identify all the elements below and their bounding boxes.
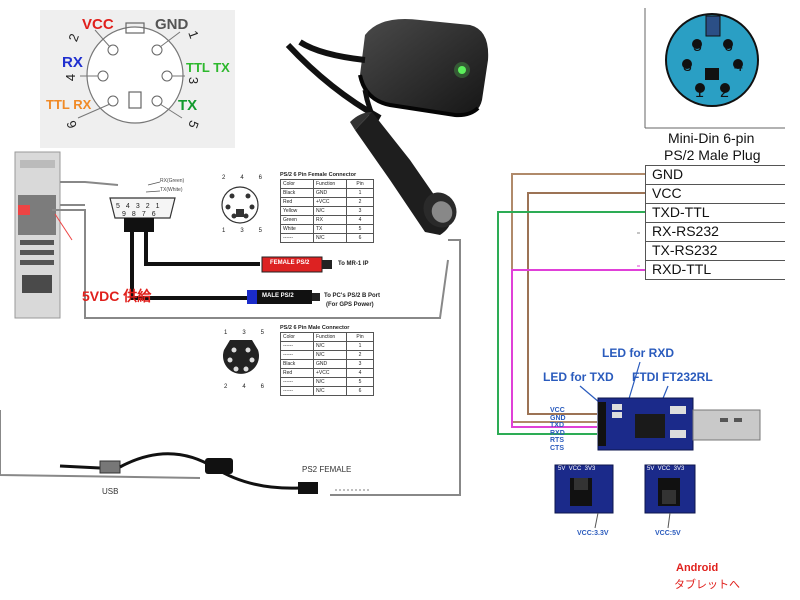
minidin-pin-3: 3 xyxy=(683,58,692,75)
led-txd-label: LED for TXD xyxy=(543,370,614,384)
db9-pin: 2 xyxy=(145,203,156,210)
db9-pin: 9 xyxy=(122,211,132,218)
db9-pin: 8 xyxy=(131,211,142,218)
pin-label-gnd: GND xyxy=(155,16,189,33)
female-pin-number: 3 xyxy=(240,228,244,234)
male-ps2-box-label: MALE PS/2 xyxy=(262,293,294,299)
minidin-signal-table: GND VCC TXD-TTL RX-RS232 TX-RS232 RXD-TT… xyxy=(645,165,785,280)
ftdi-pin-txd: TXD xyxy=(550,422,564,429)
ftdi-chip-label: FTDI FT232RL xyxy=(632,370,713,384)
android-label: Android xyxy=(676,562,719,574)
db9-tx-label: TX(White) xyxy=(160,187,183,193)
minidin-title-line1: Mini-Din 6-pin xyxy=(668,130,755,146)
jumper-5v-label: VCC:5V xyxy=(655,530,681,537)
pin-label-ttl-tx: TTL TX xyxy=(186,60,230,75)
ftdi-pin-vcc: VCC xyxy=(550,407,565,414)
signal-row-rxd-ttl: RXD-TTL xyxy=(645,260,785,280)
male-pin-number: 4 xyxy=(242,384,246,390)
jumper-3v3-label: VCC:3.3V xyxy=(577,530,609,537)
jumper-header-right: 5V VCC 3V3 xyxy=(647,466,685,472)
ftdi-pin-rxd: RXD xyxy=(550,429,565,437)
male-pin-numbers-bottom: 2 4 6 xyxy=(224,384,264,390)
db9-pin-row-top: 54321 xyxy=(116,203,166,210)
female-pin-number: 1 xyxy=(222,228,226,234)
android-tablet-label: タブレットへ xyxy=(674,579,740,591)
table-cell: 6 xyxy=(346,233,374,243)
db9-pin-row-bottom: 9876 xyxy=(122,211,162,218)
female-pin-number: 2 xyxy=(222,175,226,181)
signal-row-txd-ttl: TXD-TTL xyxy=(645,203,785,222)
ps2-female-label: PS2 FEMALE xyxy=(302,465,352,474)
male-pin-number: 3 xyxy=(242,330,246,336)
signal-row-rx-rs232: RX-RS232 xyxy=(645,222,785,241)
pin-label-vcc: VCC xyxy=(82,16,114,33)
female-table-title: PS/2 6 Pin Female Connector xyxy=(280,172,357,178)
jumper-header-left: 5V VCC 3V3 xyxy=(558,466,596,472)
ftdi-pin-rts: RTS xyxy=(550,437,564,444)
male-pin-numbers-top: 1 3 5 xyxy=(224,330,264,336)
male-pin-number: 5 xyxy=(260,330,264,336)
ftdi-pin-cts: CTS xyxy=(550,444,564,452)
pin-label-rx: RX xyxy=(62,54,83,71)
signal-row-gnd: GND xyxy=(645,165,785,184)
female-pin-number: 6 xyxy=(258,175,262,181)
male-pin-number: 6 xyxy=(260,384,264,390)
db9-pin: 3 xyxy=(135,203,146,210)
female-pin-numbers-bottom: 1 3 5 xyxy=(222,228,262,234)
usb-label: USB xyxy=(102,487,119,496)
male-pin-number: 1 xyxy=(224,330,228,336)
signal-row-vcc: VCC xyxy=(645,184,785,203)
db9-pin: 1 xyxy=(155,203,166,210)
male-table-title: PS/2 6 Pin Male Connector xyxy=(280,325,350,331)
db9-pin: 7 xyxy=(141,211,152,218)
ftdi-pin-labels: VCC GND TXD RXD RTS CTS xyxy=(550,407,566,452)
pin-label-ttl-rx: TTL RX xyxy=(46,97,92,112)
female-pin-number: 5 xyxy=(258,228,262,234)
pin-label-tx: TX xyxy=(178,97,198,114)
male-ps2-destination-2: (For GPS Power) xyxy=(326,302,374,308)
minidin-pin-1: 1 xyxy=(695,84,704,101)
female-pin-numbers-top: 2 4 6 xyxy=(222,175,262,181)
male-ps2-destination-1: To PC's PS/2 B Port xyxy=(324,293,380,299)
minidin-title-line2: PS/2 Male Plug xyxy=(664,147,761,163)
signal-row-tx-rs232: TX-RS232 xyxy=(645,241,785,260)
power-supply-label: 5VDC 供給 xyxy=(82,288,152,304)
minidin-pin-2: 2 xyxy=(720,84,729,101)
table-cell: 6 xyxy=(346,386,374,396)
female-ps2-box-label: FEMALE PS/2 xyxy=(270,260,310,266)
db9-pin: 5 xyxy=(116,203,126,210)
table-header-row: Color Function Pin xyxy=(280,332,374,342)
minidin-pin-5: 5 xyxy=(693,38,702,55)
female-ps2-destination: To MR-1 IP xyxy=(338,261,369,267)
female-pin-number: 4 xyxy=(240,175,244,181)
ftdi-pin-gnd: GND xyxy=(550,414,566,422)
led-rxd-label: LED for RXD xyxy=(602,346,674,360)
minidin-pin-4: 4 xyxy=(734,58,743,75)
db9-rx-label: RX(Green) xyxy=(160,178,185,184)
db9-pin: 6 xyxy=(151,211,162,218)
db9-pin: 4 xyxy=(125,203,136,210)
minidin-pin-6: 6 xyxy=(724,38,733,55)
male-pin-number: 2 xyxy=(224,384,228,390)
